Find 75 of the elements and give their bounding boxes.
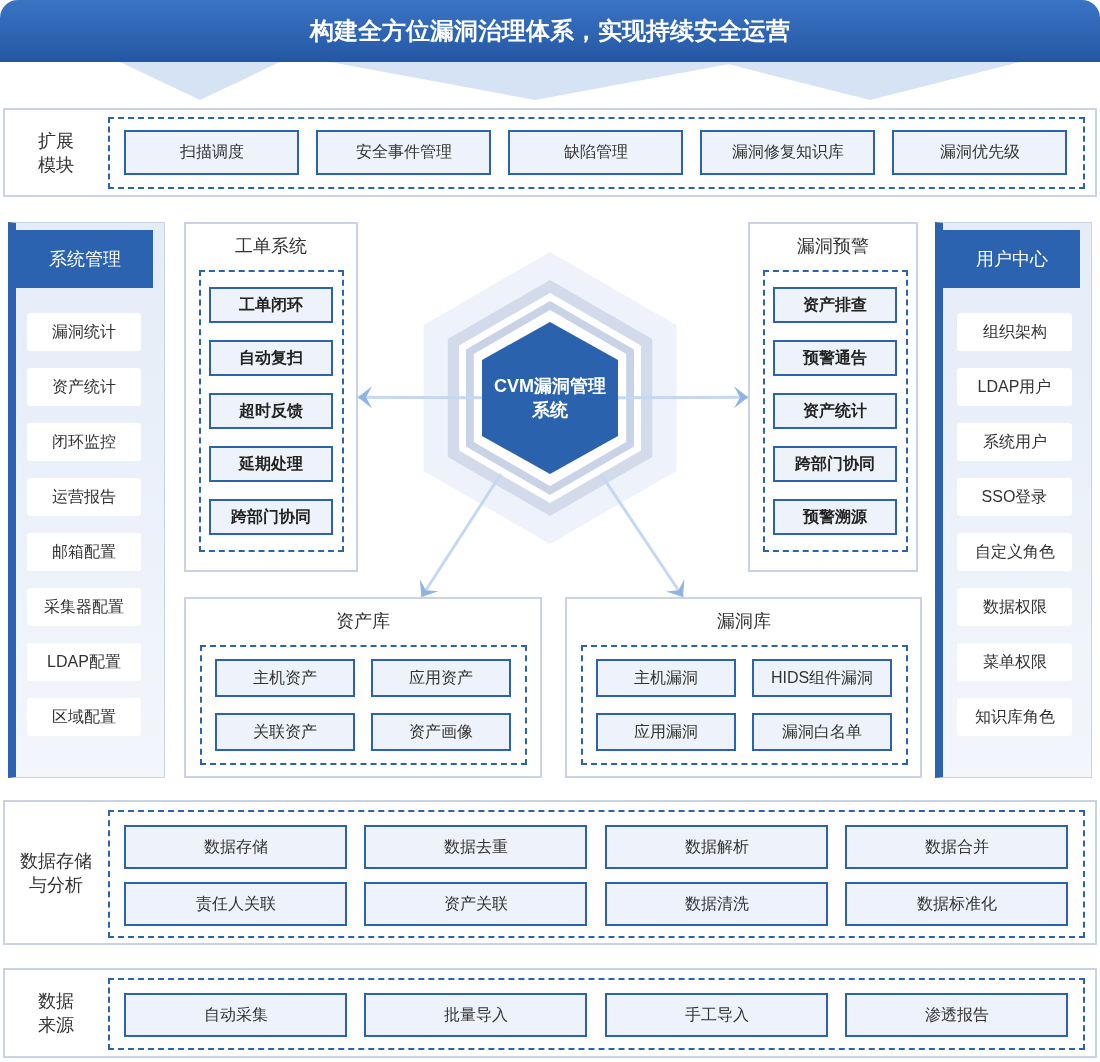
menu-item: 组织架构	[957, 313, 1072, 351]
menu-item: 运营报告	[27, 478, 141, 516]
menu-item: 闭环监控	[27, 423, 141, 461]
module-panel	[184, 222, 358, 572]
menu-item: 邮箱配置	[27, 533, 141, 571]
sidebar-panel	[935, 222, 1092, 778]
module-box: 扫描调度	[124, 130, 299, 175]
section-panel	[3, 968, 1097, 1058]
module-panel	[184, 597, 542, 778]
arrow	[618, 386, 748, 409]
module-box: HIDS组件漏洞	[752, 659, 892, 697]
module-box: 超时反馈	[209, 393, 333, 429]
title-banner: 构建全方位漏洞治理体系，实现持续安全运营	[0, 0, 1100, 62]
module-panel	[748, 222, 918, 572]
arrow	[358, 386, 482, 409]
module-box: 资产排查	[773, 287, 897, 323]
menu-item: LDAP配置	[27, 643, 141, 681]
module-box: 渗透报告	[845, 993, 1068, 1037]
panel-heading: 资产库	[335, 610, 391, 633]
panel-heading: 漏洞库	[715, 610, 772, 633]
module-panel	[565, 597, 922, 778]
module-box: 安全事件管理	[316, 130, 491, 175]
module-box: 工单闭环	[209, 287, 333, 323]
menu-item: 漏洞统计	[27, 313, 141, 351]
module-box: 数据解析	[605, 825, 828, 869]
module-box: 主机资产	[215, 659, 355, 697]
module-box: 数据清洗	[605, 882, 828, 926]
menu-item: LDAP用户	[957, 368, 1072, 406]
panel-heading: 数据来源	[36, 990, 75, 1037]
menu-item: 资产统计	[27, 368, 141, 406]
hexagon-node: CVM漏洞管理系统	[482, 322, 618, 474]
panel-heading: 扩展模块	[36, 129, 75, 177]
module-box: 应用漏洞	[596, 713, 736, 751]
module-box: 手工导入	[605, 993, 828, 1037]
module-box: 主机漏洞	[596, 659, 736, 697]
menu-item: 数据权限	[957, 588, 1072, 626]
panel-heading: 工单系统	[234, 235, 308, 258]
menu-item: 知识库角色	[957, 698, 1072, 736]
sidebar-panel	[8, 222, 165, 778]
menu-item: SSO登录	[957, 478, 1072, 516]
module-box: 应用资产	[371, 659, 511, 697]
module-box: 资产统计	[773, 393, 897, 429]
header-tab: 用户中心	[943, 230, 1080, 288]
section-panel	[3, 800, 1097, 945]
module-box: 资产画像	[371, 713, 511, 751]
menu-item: 采集器配置	[27, 588, 141, 626]
module-box: 数据去重	[364, 825, 587, 869]
module-box: 批量导入	[364, 993, 587, 1037]
panel-heading: 数据存储与分析	[18, 849, 93, 897]
module-box: 数据存储	[124, 825, 347, 869]
module-box: 关联资产	[215, 713, 355, 751]
module-box: 责任人关联	[124, 882, 347, 926]
module-box: 预警通告	[773, 340, 897, 376]
panel-heading: 漏洞预警	[796, 235, 870, 258]
menu-item: 区域配置	[27, 698, 141, 736]
module-box: 漏洞白名单	[752, 713, 892, 751]
arrow	[419, 473, 503, 598]
module-box: 预警溯源	[773, 499, 897, 535]
module-box: 缺陷管理	[508, 130, 683, 175]
module-box: 数据合并	[845, 825, 1068, 869]
menu-item: 系统用户	[957, 423, 1072, 461]
module-box: 延期处理	[209, 446, 333, 482]
module-box: 自动采集	[124, 993, 347, 1037]
module-box: 漏洞优先级	[892, 130, 1067, 175]
arrow	[599, 473, 685, 598]
section-panel	[3, 108, 1097, 197]
module-box: 漏洞修复知识库	[700, 130, 875, 175]
menu-item: 自定义角色	[957, 533, 1072, 571]
menu-item: 菜单权限	[957, 643, 1072, 681]
module-box: 数据标准化	[845, 882, 1068, 926]
module-box: 资产关联	[364, 882, 587, 926]
module-box: 跨部门协同	[209, 499, 333, 535]
header-tab: 系统管理	[16, 230, 153, 288]
module-box: 跨部门协同	[773, 446, 897, 482]
module-box: 自动复扫	[209, 340, 333, 376]
